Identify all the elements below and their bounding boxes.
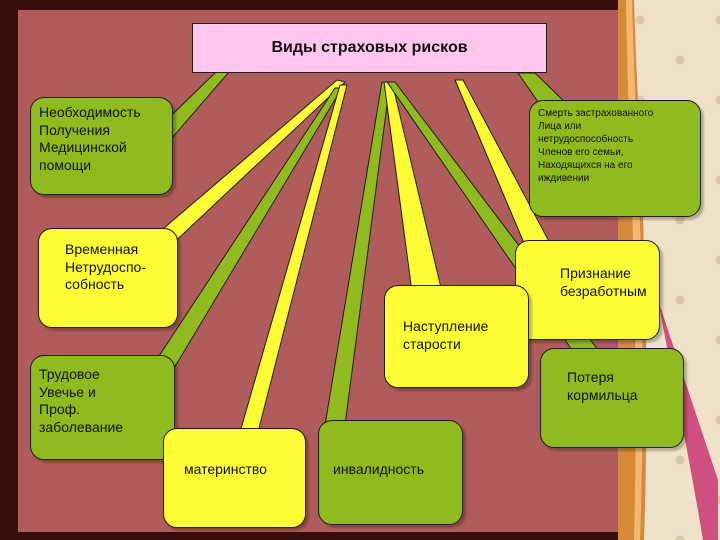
node-disability-label: инвалидность bbox=[333, 461, 424, 477]
node-medical-care: Необходимость Получения Медицинской помо… bbox=[30, 97, 173, 195]
node-medical-care-label: Необходимость Получения Медицинской помо… bbox=[39, 104, 141, 173]
node-old-age: Наступление старости bbox=[384, 285, 529, 388]
node-occupational-injury: Трудовое Увечье и Проф. заболевание bbox=[30, 355, 175, 460]
diagram-title: Виды страховых рисков bbox=[192, 23, 547, 73]
frame-bottom bbox=[0, 532, 720, 540]
node-death: Смерть застрахованного Лица или нетрудос… bbox=[529, 100, 701, 217]
node-temporary-disability-label: Временная Нетрудоспо- собность bbox=[65, 241, 146, 292]
node-disability: инвалидность bbox=[318, 420, 463, 525]
node-maternity: материнство bbox=[163, 428, 306, 528]
node-old-age-label: Наступление старости bbox=[403, 318, 489, 352]
node-occupational-injury-label: Трудовое Увечье и Проф. заболевание bbox=[39, 366, 124, 435]
node-unemployed: Признание безработным bbox=[515, 240, 660, 340]
frame-left bbox=[0, 0, 18, 540]
node-death-label: Смерть застрахованного Лица или нетрудос… bbox=[538, 108, 654, 184]
node-temporary-disability: Временная Нетрудоспо- собность bbox=[38, 228, 178, 328]
frame-top bbox=[0, 0, 720, 10]
node-breadwinner-loss-label: Потеря кормильца bbox=[567, 369, 638, 403]
node-maternity-label: материнство bbox=[184, 461, 267, 477]
node-unemployed-label: Признание безработным bbox=[560, 265, 647, 299]
connector-maternity bbox=[239, 84, 348, 433]
node-breadwinner-loss: Потеря кормильца bbox=[540, 348, 684, 448]
